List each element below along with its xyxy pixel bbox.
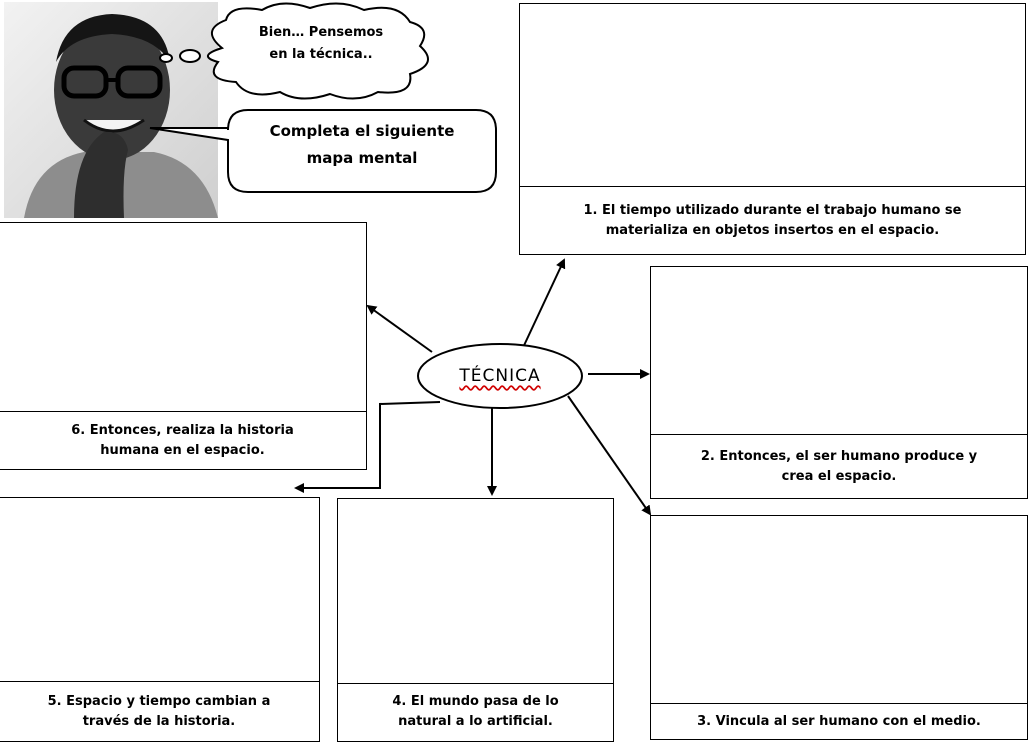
box-3-caption: 3. Vincula al ser humano con el medio. xyxy=(651,703,1027,739)
mindmap-box-3: 3. Vincula al ser humano con el medio. xyxy=(650,515,1028,740)
center-node-label: TÉCNICA xyxy=(459,366,541,386)
box-2-caption: 2. Entonces, el ser humano produce y cre… xyxy=(651,434,1027,498)
mindmap-box-2: 2. Entonces, el ser humano produce y cre… xyxy=(650,266,1028,499)
mindmap-box-4: 4. El mundo pasa de lo natural a lo arti… xyxy=(337,498,614,742)
box-1-caption: 1. El tiempo utilizado durante el trabaj… xyxy=(520,186,1025,254)
man-portrait-photo xyxy=(4,2,218,218)
mindmap-box-1: 1. El tiempo utilizado durante el trabaj… xyxy=(519,3,1026,255)
box-5-caption: 5. Espacio y tiempo cambian a través de … xyxy=(0,681,319,741)
box-4-caption: 4. El mundo pasa de lo natural a lo arti… xyxy=(338,683,613,741)
speech-bubble-text: Completa el siguiente mapa mental xyxy=(269,122,455,167)
center-node-ellipse xyxy=(417,343,583,409)
arrow-to-box-3 xyxy=(567,395,652,516)
arrow-to-box-6 xyxy=(366,304,433,353)
arrow-to-box-5 xyxy=(294,401,441,493)
box-6-caption: 6. Entonces, realiza la historia humana … xyxy=(0,411,366,469)
mindmap-box-5: 5. Espacio y tiempo cambian a través de … xyxy=(0,497,320,742)
mindmap-box-6: 6. Entonces, realiza la historia humana … xyxy=(0,222,367,470)
arrow-to-box-1 xyxy=(519,258,566,355)
thought-bubble-text: Bien… Pensemos en la técnica.. xyxy=(258,25,384,62)
